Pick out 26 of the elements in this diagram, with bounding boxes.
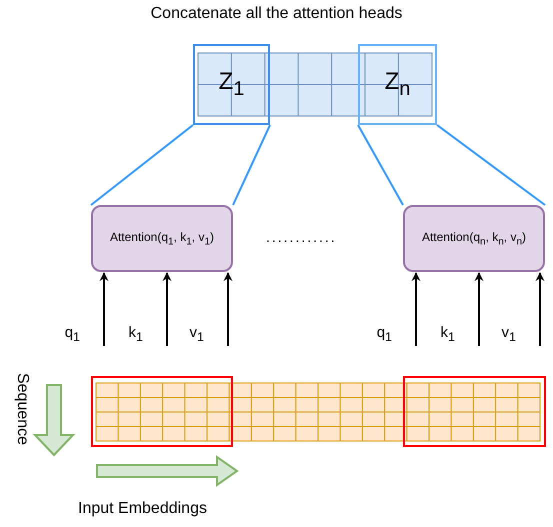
head-label: Z$_{n}$ bbox=[384, 68, 410, 101]
highlight-frame bbox=[91, 376, 233, 447]
attention-box bbox=[91, 205, 233, 272]
highlight-frame bbox=[403, 376, 546, 447]
title: Concatenate all the attention heads bbox=[150, 5, 404, 23]
arrow bbox=[474, 272, 484, 346]
attention-box bbox=[403, 205, 545, 272]
arrow bbox=[100, 272, 108, 346]
arrow bbox=[162, 272, 172, 346]
head-label: Z$_{1}$ bbox=[218, 68, 244, 101]
function-label: Attention(q$_{1}$, k$_{1}$, v$_{1}$) bbox=[110, 230, 214, 248]
connector-line bbox=[232, 124, 271, 206]
edge-label: k$_{1}$ bbox=[440, 324, 455, 344]
arrow bbox=[224, 272, 232, 346]
connector-line bbox=[436, 124, 546, 206]
connector-line bbox=[357, 124, 404, 206]
arrow bbox=[536, 272, 544, 346]
function-label: Attention(q$_{n}$, k$_{n}$, v$_{n}$) bbox=[422, 230, 526, 248]
edge-label: k$_{1}$ bbox=[128, 324, 143, 344]
highlight-frame bbox=[193, 44, 270, 125]
ellipsis: ............ bbox=[266, 229, 337, 245]
axis-label: Input Embeddings bbox=[78, 500, 207, 518]
highlight-frame bbox=[358, 44, 437, 125]
axis-label: Sequence bbox=[13, 372, 32, 446]
arrow bbox=[412, 272, 420, 346]
connector-line bbox=[90, 124, 194, 206]
